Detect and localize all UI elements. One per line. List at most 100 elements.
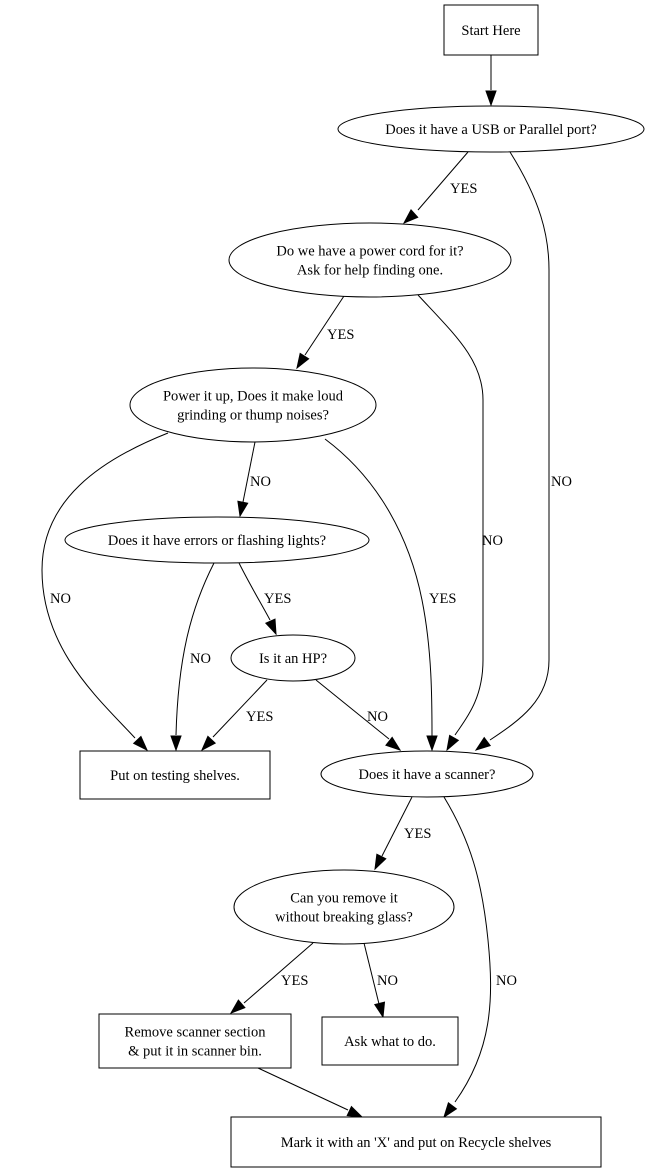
edge-usb-to-scanner	[474, 151, 550, 751]
edge-remove_glass-to-remove_section	[229, 942, 314, 1014]
arrowhead-icon	[264, 618, 277, 636]
edge-line	[363, 942, 380, 1005]
edge-line	[443, 796, 492, 1103]
arrowhead-icon	[485, 90, 497, 107]
decision-ellipse	[129, 367, 377, 443]
edge-line	[324, 438, 433, 737]
node-text: Can you remove it	[290, 891, 398, 907]
edges-layer	[41, 55, 550, 1119]
arrowhead-icon	[474, 736, 492, 751]
node-testing: Put on testing shelves.	[79, 750, 271, 800]
node-text: Remove scanner section	[125, 1025, 267, 1041]
edge-hp-to-testing	[200, 679, 268, 752]
node-scanner: Does it have a scanner?	[320, 750, 534, 798]
edge-label-no: NO	[250, 474, 271, 490]
edge-usb-to-power_cord	[402, 151, 469, 224]
node-hp: Is it an HP?	[230, 634, 356, 682]
node-text: Is it an HP?	[259, 651, 327, 667]
edge-hp-to-scanner	[315, 679, 402, 751]
edge-label-yes: YES	[429, 591, 456, 607]
process-box	[230, 1116, 602, 1168]
arrowhead-icon	[346, 1105, 364, 1118]
decision-ellipse	[230, 634, 356, 682]
arrowhead-icon	[446, 734, 460, 752]
node-text: Ask what to do.	[344, 1034, 436, 1050]
node-remove-glass: Can you remove it without breaking glass?	[233, 869, 455, 945]
edge-line	[212, 679, 268, 738]
node-text: grinding or thump noises?	[177, 408, 329, 424]
edge-noises-to-testing	[41, 432, 169, 752]
edge-line	[315, 679, 390, 740]
edge-line	[381, 796, 413, 857]
edge-start-to-usb	[485, 55, 497, 107]
edge-label-no: NO	[190, 651, 211, 667]
edge-scanner-to-remove_glass	[374, 796, 413, 871]
arrowhead-icon	[373, 1001, 386, 1019]
edge-line	[242, 441, 256, 503]
edge-label-no: NO	[50, 591, 71, 607]
edge-line	[238, 562, 271, 621]
edge-label-yes: YES	[327, 327, 354, 343]
arrowhead-icon	[443, 1101, 458, 1119]
process-box	[321, 1016, 459, 1066]
node-text: Put on testing shelves.	[110, 768, 240, 784]
node-noises: Power it up, Does it make loud grinding o…	[129, 367, 377, 443]
edge-label-no: NO	[482, 533, 503, 549]
decision-ellipse	[64, 516, 370, 564]
node-start: Start Here	[443, 4, 539, 56]
edge-noises-to-errors	[237, 441, 256, 518]
process-box	[443, 4, 539, 56]
node-remove-section: Remove scanner section & put it in scanne…	[98, 1013, 292, 1069]
arrowhead-icon	[385, 736, 402, 751]
arrowhead-icon	[229, 999, 246, 1014]
arrowhead-icon	[237, 500, 249, 518]
edge-scanner-to-recycle	[443, 796, 492, 1119]
node-text: Does it have a USB or Parallel port?	[385, 122, 596, 138]
arrowhead-icon	[374, 853, 387, 871]
edge-label-yes: YES	[404, 826, 431, 842]
node-power-cord: Do we have a power cord for it?Ask for h…	[228, 222, 512, 298]
node-text: Start Here	[461, 23, 520, 39]
node-text: & put it in scanner bin.	[128, 1044, 262, 1060]
edge-label-yes: YES	[450, 181, 477, 197]
edge-label-no: NO	[496, 973, 517, 989]
decision-ellipse	[228, 222, 512, 298]
node-text: Mark it with an 'X' and put on Recycle s…	[281, 1135, 552, 1151]
node-recycle: Mark it with an 'X' and put on Recycle s…	[230, 1116, 602, 1168]
arrowhead-icon	[132, 735, 149, 752]
node-text: Does it have a scanner?	[359, 767, 496, 783]
edge-line	[243, 942, 314, 1004]
edge-label-yes: YES	[264, 591, 291, 607]
arrowhead-icon	[170, 735, 182, 752]
decision-ellipse	[233, 869, 455, 945]
edge-line	[41, 432, 169, 739]
edge-noises-to-scanner	[324, 438, 438, 752]
process-box	[79, 750, 271, 800]
node-text: Power it up, Does it make loud	[163, 389, 344, 405]
edge-label-yes: YES	[246, 709, 273, 725]
edge-label-no: NO	[551, 474, 572, 490]
arrowhead-icon	[200, 735, 217, 752]
edge-errors-to-hp	[238, 562, 277, 636]
edge-remove_glass-to-ask	[363, 942, 386, 1019]
node-text: without breaking glass?	[275, 910, 413, 926]
edge-remove_section-to-recycle	[257, 1067, 364, 1118]
edge-power_cord-to-noises	[296, 295, 345, 370]
arrowhead-icon	[296, 352, 310, 370]
process-box	[98, 1013, 292, 1069]
edge-line	[175, 562, 215, 736]
edge-errors-to-testing	[170, 562, 215, 752]
edge-line	[417, 151, 469, 211]
edge-label-no: NO	[367, 709, 388, 725]
node-text: Do we have a power cord for it?	[276, 244, 463, 260]
node-text: Does it have errors or flashing lights?	[108, 533, 326, 549]
node-usb: Does it have a USB or Parallel port?	[337, 105, 645, 153]
edge-label-no: NO	[377, 973, 398, 989]
edge-line	[257, 1067, 349, 1111]
edge-line	[417, 294, 484, 736]
node-errors: Does it have errors or flashing lights?	[64, 516, 370, 564]
arrowhead-icon	[426, 735, 438, 752]
